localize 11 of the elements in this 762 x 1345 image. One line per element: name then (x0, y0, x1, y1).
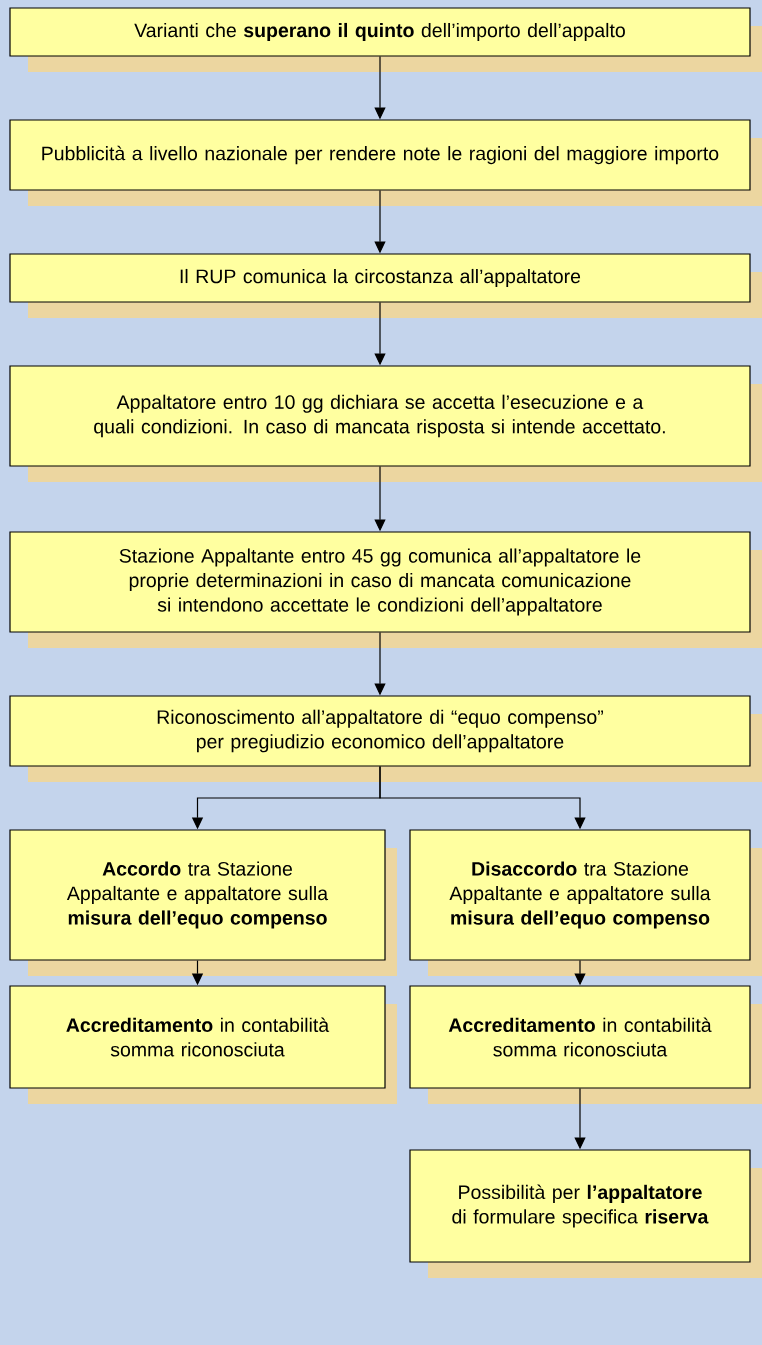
process-box: Il RUP comunica la circostanza all’appaltatore (9, 253, 751, 303)
process-box: Possibilità per l’appaltatore di formulare specifica riserva (409, 1149, 751, 1263)
process-box: Accreditamento in contabilità somma riconosciuta (9, 985, 386, 1089)
process-box: Disaccordo tra Stazione Appaltante e appaltatore sulla misura dell’equo compenso (409, 829, 751, 961)
process-box: Accreditamento in contabilità somma riconosciuta (409, 985, 751, 1089)
process-box: Varianti che superano il quinto dell’importo dell’appalto (9, 7, 751, 57)
process-box: Pubblicità a livello nazionale per rendere note le ragioni del maggiore importo (9, 119, 751, 191)
process-box: Stazione Appaltante entro 45 gg comunica all’appaltatore le proprie determinazioni in caso di mancata comunicazione si intendono accettate le condizioni dell’appaltatore (9, 531, 751, 633)
process-box: Appaltatore entro 10 gg dichiara se accetta l’esecuzione e a quali condizioni. In caso di mancata risposta si intende accettato. (9, 365, 751, 467)
process-box: Riconoscimento all’appaltatore di “equo compenso” per pregiudizio economico dell’appaltatore (9, 695, 751, 767)
process-box: Accordo tra Stazione Appaltante e appaltatore sulla misura dell’equo compenso (9, 829, 386, 961)
